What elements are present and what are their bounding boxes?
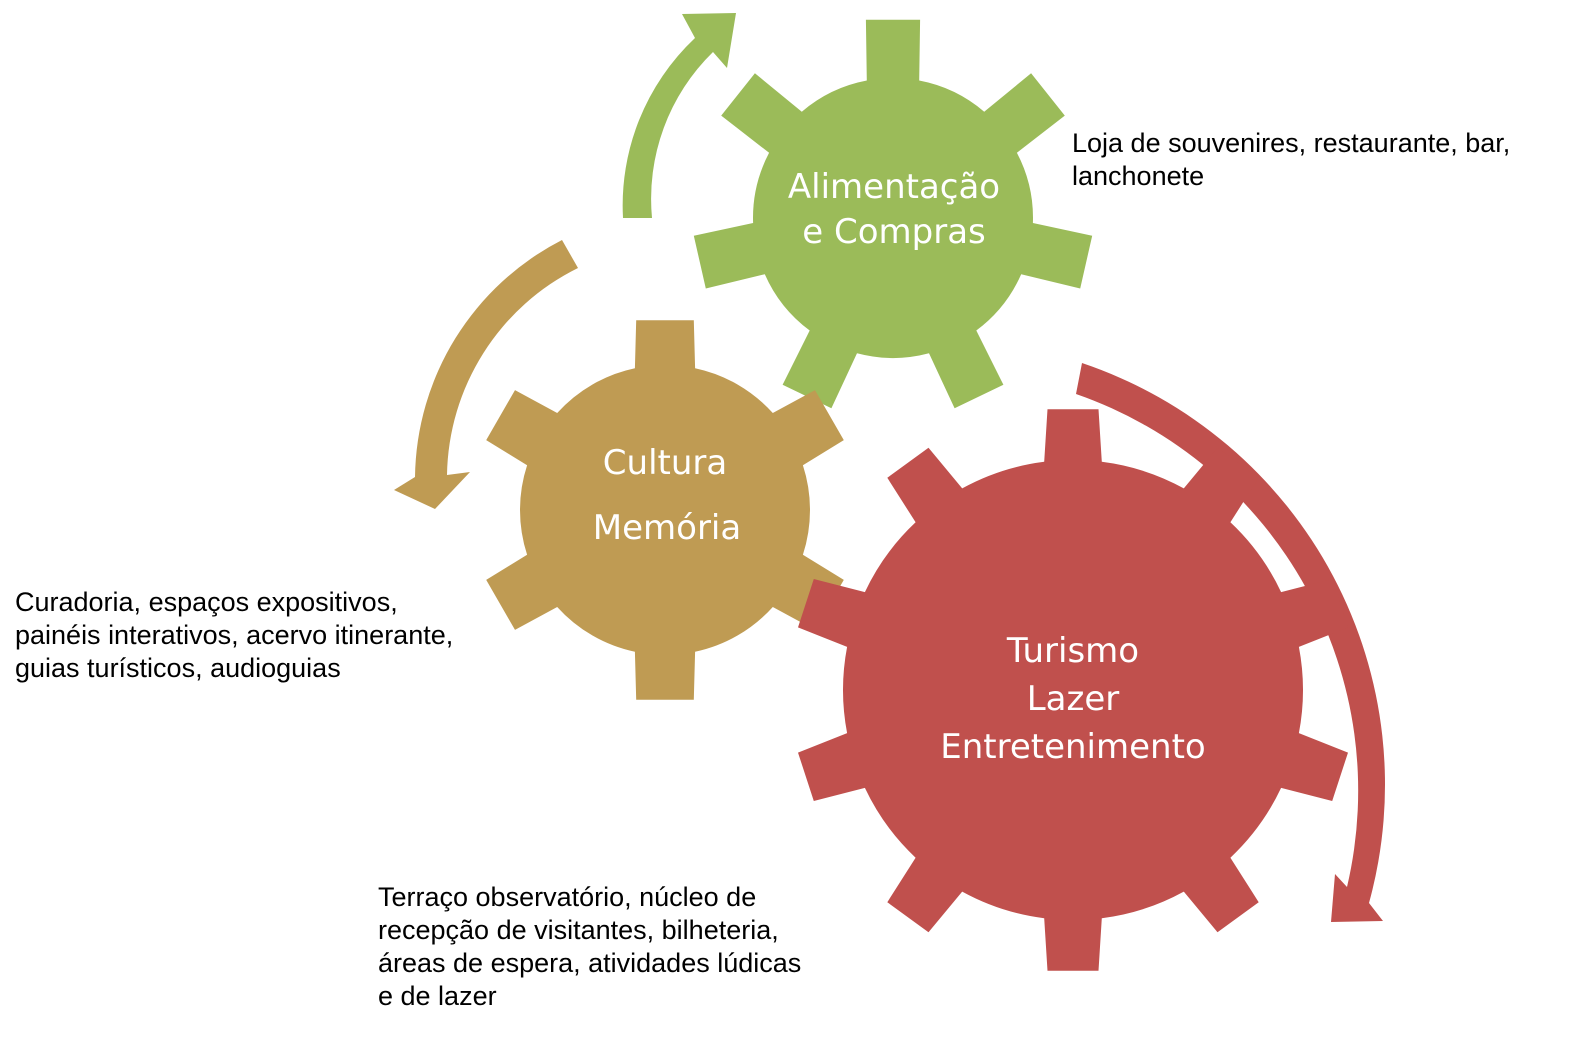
gear-alimentacao-compras — [693, 19, 1093, 409]
description-cultura: Curadoria, espaços expositivos, painéis … — [15, 586, 453, 685]
gear-label-turismo-2: Lazer — [1027, 679, 1120, 719]
description-line: recepção de visitantes, bilheteria, — [378, 915, 779, 945]
description-line: lanchonete — [1072, 161, 1205, 191]
gear-label-turismo-1: Turismo — [1006, 631, 1139, 671]
description-line: Terraço observatório, núcleo de — [378, 882, 757, 912]
description-alimentacao: Loja de souvenires, restaurante, bar, la… — [1072, 127, 1510, 193]
gear-label-turismo-3: Entretenimento — [940, 727, 1205, 767]
green-cycle-arrow — [622, 13, 736, 218]
gear-cultura-memoria — [486, 320, 844, 700]
description-line: e de lazer — [378, 981, 497, 1011]
description-line: Curadoria, espaços expositivos, — [15, 587, 398, 617]
description-line: áreas de espera, atividades lúdicas — [378, 948, 802, 978]
description-line: painéis interativos, acervo itinerante, — [15, 620, 454, 650]
gear-label-alimentacao-2: e Compras — [802, 212, 986, 252]
gear-label-cultura-2: Memória — [593, 508, 741, 548]
description-turismo: Terraço observatório, núcleo de recepção… — [378, 881, 801, 1013]
description-line: Loja de souvenires, restaurante, bar, — [1072, 128, 1511, 158]
gold-cycle-arrow — [394, 240, 578, 509]
gear-label-cultura-1: Cultura — [603, 443, 727, 483]
gear-label-alimentacao-1: Alimentação — [788, 167, 1000, 207]
gear-turismo-lazer-entretenimento — [798, 409, 1348, 971]
description-line: guias turísticos, audioguias — [15, 653, 341, 683]
